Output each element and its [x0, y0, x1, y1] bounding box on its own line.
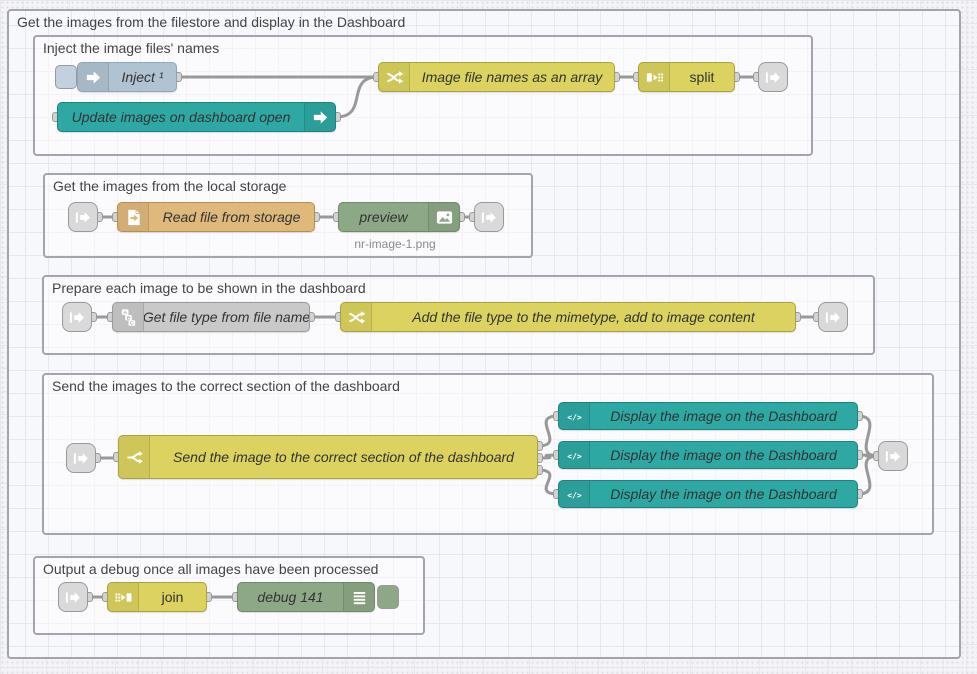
svg-text:C: C: [130, 320, 134, 326]
wire[interactable]: [856, 454, 880, 496]
preview-node[interactable]: preview: [338, 202, 460, 232]
node-icon-region: [108, 583, 139, 611]
node-icon-region: [119, 436, 150, 478]
inject-arrow-icon: [86, 70, 100, 84]
code-icon: </>: [567, 490, 582, 499]
node-icon-region: [304, 103, 335, 131]
inject-node[interactable]: Inject ¹: [77, 62, 177, 92]
node-icon-region: [639, 63, 670, 91]
node-icon-region: </>: [559, 403, 590, 429]
file-in-node[interactable]: Read file from storage: [117, 202, 315, 232]
node-label: Get file type from file name: [144, 309, 309, 325]
node-icon-region: [379, 63, 410, 91]
link-in-icon: [73, 452, 88, 464]
svg-text:</>: </>: [567, 412, 582, 421]
group-label: Send the images to the correct section o…: [52, 378, 400, 394]
link-out-node[interactable]: [878, 441, 908, 471]
node-label: debug 141: [257, 589, 324, 605]
debug-button[interactable]: [377, 585, 399, 609]
function-node[interactable]: Image file names as an array: [378, 62, 615, 92]
function-icon: [386, 70, 403, 84]
wire[interactable]: [334, 75, 380, 119]
node-icon-region: </>: [559, 481, 590, 507]
link-out-icon: [885, 450, 900, 462]
node-icon-region: [341, 303, 372, 331]
link-out-node[interactable]: [758, 62, 788, 92]
code-icon: </>: [567, 451, 582, 460]
debug-list-icon: [353, 591, 365, 604]
inject-button[interactable]: [55, 65, 77, 89]
image-icon: [436, 210, 452, 224]
link-out-icon: [481, 211, 496, 223]
node-label: preview: [359, 209, 408, 225]
link-in-icon: [65, 591, 80, 603]
template-node[interactable]: </> Display the image on the Dashboard: [558, 441, 858, 469]
node-icon-region: </>: [559, 442, 590, 468]
node-label: Inject ¹: [121, 69, 164, 85]
svg-text:</>: </>: [567, 451, 582, 460]
group[interactable]: Inject the image files' names: [33, 35, 813, 156]
link-in-node[interactable]: [58, 582, 88, 612]
link-in-node[interactable]: [62, 302, 92, 332]
node-label: Display the image on the Dashboard: [610, 447, 837, 463]
join-node[interactable]: join: [107, 582, 207, 612]
node-label: join: [161, 589, 184, 605]
abc-blocks-icon: ABC: [121, 308, 135, 326]
function-node[interactable]: Add the file type to the mimetype, add t…: [340, 302, 796, 332]
node-label: Send the image to the correct section of…: [173, 449, 514, 465]
file-icon: [127, 209, 140, 225]
link-out-node[interactable]: [818, 302, 848, 332]
switch-icon: [126, 450, 143, 464]
debug-node[interactable]: debug 141: [237, 582, 375, 612]
node-label: Image file names as an array: [421, 69, 603, 85]
group-label: Get the images from the filestore and di…: [17, 14, 406, 30]
node-label: Read file from storage: [162, 209, 301, 225]
link-out-icon: [825, 311, 840, 323]
node-label: Update images on dashboard open: [71, 109, 291, 125]
node-icon-region: [343, 583, 374, 611]
group-label: Output a debug once all images have been…: [43, 561, 379, 577]
link-in-icon: [69, 311, 84, 323]
group-label: Get the images from the local storage: [53, 178, 287, 194]
node-label: Display the image on the Dashboard: [610, 486, 837, 502]
split-icon: [646, 72, 663, 82]
template-node[interactable]: </> Display the image on the Dashboard: [558, 402, 858, 430]
split-node[interactable]: split: [638, 62, 735, 92]
template-node[interactable]: </> Display the image on the Dashboard: [558, 480, 858, 508]
node-icon-region: [118, 203, 149, 231]
ui-arrow-icon: [313, 110, 327, 124]
function-icon: [348, 310, 365, 324]
node-icon-region: [78, 63, 109, 91]
link-in-node[interactable]: [66, 443, 96, 473]
link-out-icon: [765, 71, 780, 83]
link-in-node[interactable]: [68, 202, 98, 232]
node-label: Add the file type to the mimetype, add t…: [412, 309, 755, 325]
link-in-icon: [75, 211, 90, 223]
ui-control-node[interactable]: Update images on dashboard open: [57, 102, 336, 132]
group-label: Inject the image files' names: [43, 40, 220, 56]
switch-node[interactable]: Send the image to the correct section of…: [118, 435, 538, 479]
svg-text:</>: </>: [567, 490, 582, 499]
svg-text:B: B: [126, 315, 129, 321]
group-label: Prepare each image to be shown in the da…: [52, 280, 366, 296]
code-icon: </>: [567, 412, 582, 421]
node-label: split: [689, 69, 715, 85]
node-label: Display the image on the Dashboard: [610, 408, 837, 424]
node-status-text: nr-image-1.png: [354, 237, 436, 251]
wire[interactable]: [536, 468, 560, 496]
svg-text:A: A: [123, 309, 127, 315]
link-out-node[interactable]: [474, 202, 504, 232]
wire[interactable]: [536, 414, 560, 448]
join-icon: [114, 592, 131, 602]
wire[interactable]: [536, 453, 560, 460]
node-icon-region: [428, 203, 459, 231]
